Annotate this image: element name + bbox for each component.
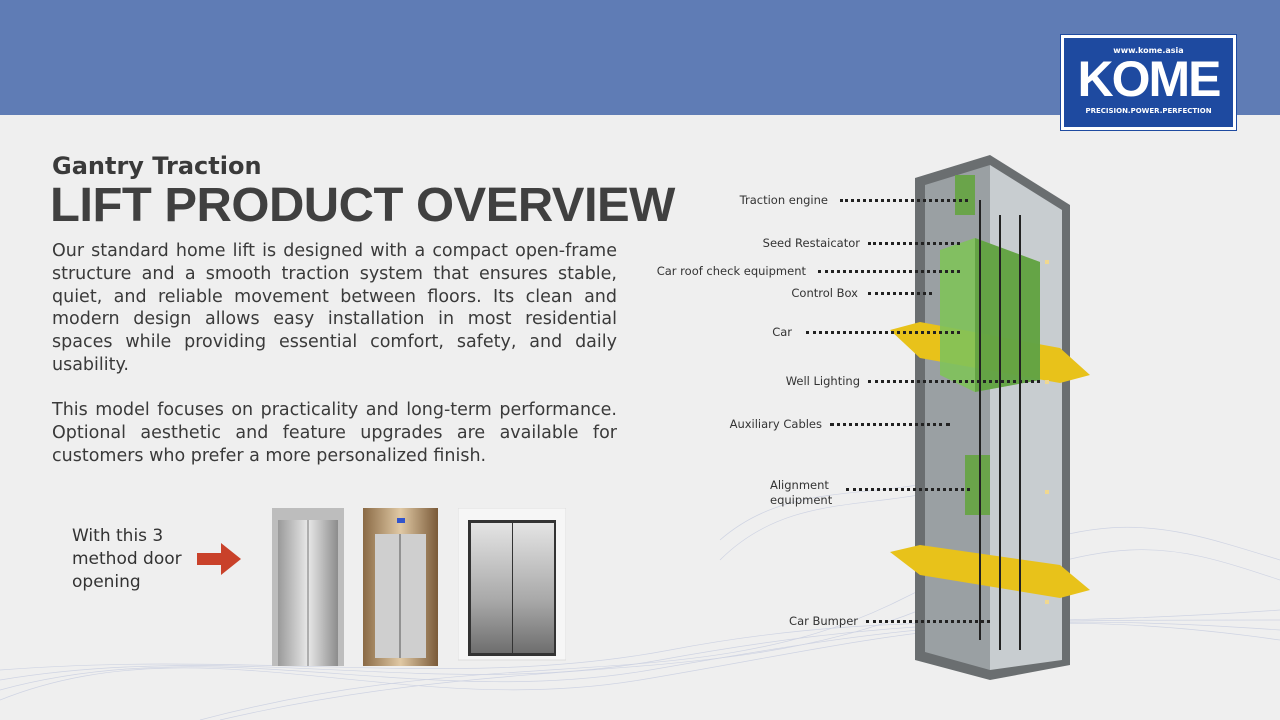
leader-line	[868, 380, 1040, 383]
label-car-bumper: Car Bumper	[789, 614, 858, 628]
kome-logo: www.kome.asia KOME PRECISION.POWER.PERFE…	[1060, 34, 1237, 131]
door-methods-text: With this 3 method door opening	[72, 526, 182, 592]
label-seed-restaicator: Seed Restaicator	[762, 236, 860, 250]
leader-line	[818, 270, 960, 273]
label-auxiliary-cables: Auxiliary Cables	[729, 417, 822, 431]
label-car-roof-check: Car roof check equipment	[656, 264, 806, 278]
leader-line	[868, 242, 960, 245]
door-option-side-opening	[272, 508, 344, 666]
leader-line	[866, 620, 990, 623]
description-paragraph: Our standard home lift is designed with …	[52, 241, 617, 375]
leader-line	[830, 423, 950, 426]
door-option-center-opening	[458, 508, 566, 661]
traction-engine	[955, 175, 975, 215]
leader-line	[868, 292, 932, 295]
logo-brand: KOME	[1077, 51, 1222, 107]
label-control-box: Control Box	[791, 286, 858, 300]
arrow-right-icon	[197, 543, 241, 575]
leader-line	[846, 488, 970, 491]
label-car: Car	[772, 325, 792, 339]
logo-tagline: PRECISION.POWER.PERFECTION	[1085, 107, 1212, 115]
lower-beam	[890, 545, 1090, 598]
upgrade-paragraph: This model focuses on practicality and l…	[52, 400, 617, 466]
page-subtitle: Gantry Traction	[52, 152, 262, 180]
leader-line	[840, 199, 968, 202]
page-title: LIFT PRODUCT OVERVIEW	[50, 179, 675, 232]
logo-url: www.kome.asia	[1113, 46, 1184, 55]
label-traction-engine: Traction engine	[739, 193, 828, 207]
door-methods-label: With this 3 method door opening	[72, 525, 197, 594]
label-alignment-equipment: Alignment equipment	[770, 478, 833, 507]
label-well-lighting: Well Lighting	[785, 374, 860, 388]
door-option-bronze	[363, 508, 438, 666]
leader-line	[806, 331, 960, 334]
